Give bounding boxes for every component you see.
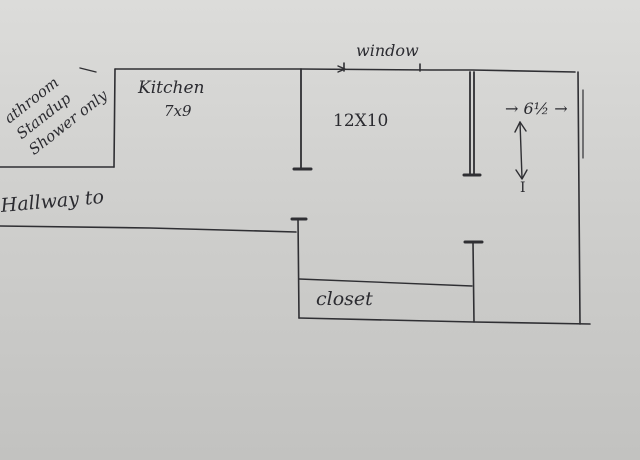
vertical-arrow-head-top bbox=[514, 121, 527, 133]
side-note: I bbox=[520, 180, 526, 196]
kitchen-label: Kitchen bbox=[138, 78, 205, 98]
kitchen-left-wall bbox=[113, 68, 116, 168]
window-arrow bbox=[337, 65, 346, 73]
hallway-wall bbox=[0, 225, 297, 233]
vertical-arrow-head-bottom bbox=[515, 169, 528, 180]
lower-left-wall bbox=[297, 218, 300, 319]
top-wall bbox=[114, 68, 576, 73]
vertical-dimension-arrow bbox=[519, 121, 523, 179]
far-right-wall bbox=[577, 71, 581, 325]
closet-right-wall bbox=[472, 241, 475, 323]
closet-label: closet bbox=[316, 288, 373, 310]
closet-top-line bbox=[298, 278, 473, 287]
width-note: → 6½ → bbox=[505, 99, 568, 118]
window-label: window bbox=[356, 41, 419, 60]
bathroom-corner-mark bbox=[79, 67, 97, 73]
bottom-wall bbox=[298, 317, 591, 325]
room-dimensions: 12X10 bbox=[333, 111, 389, 131]
kitchen-dimensions: 7x9 bbox=[164, 102, 192, 120]
